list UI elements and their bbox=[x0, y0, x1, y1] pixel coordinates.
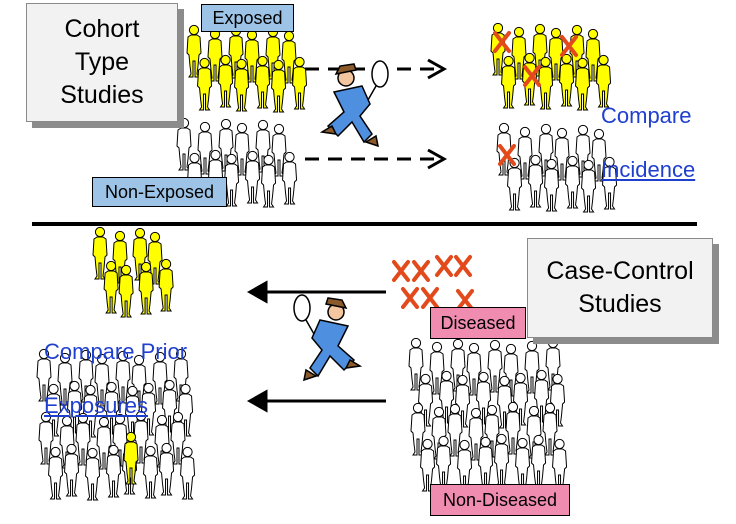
person-figure bbox=[245, 150, 261, 204]
compare-incidence-caption: Compare Incidence bbox=[601, 75, 695, 183]
cohort-study-title-box: Cohort Type Studies bbox=[26, 3, 178, 122]
person-figure bbox=[176, 117, 192, 171]
non-exposed-tag: Non-Exposed bbox=[92, 177, 227, 207]
exposed-label: Exposed bbox=[212, 7, 283, 28]
case-control-title-box: Case-Control Studies bbox=[527, 238, 713, 338]
cohort-arrows bbox=[305, 58, 448, 170]
magnifier-handle bbox=[367, 85, 377, 101]
person-figure bbox=[507, 157, 523, 211]
person-figure bbox=[559, 53, 575, 107]
exposed-followup-arrowhead bbox=[427, 58, 448, 80]
diseased-case-marks bbox=[392, 255, 474, 311]
diseased-lookback-arrowhead bbox=[246, 280, 268, 304]
investigator-body bbox=[326, 85, 373, 144]
person-figure bbox=[92, 226, 108, 280]
person-figure bbox=[255, 55, 271, 109]
cohort-study-title: Cohort Type Studies bbox=[60, 15, 144, 109]
case-control-title: Case-Control Studies bbox=[546, 257, 694, 318]
magnifier-handle bbox=[305, 319, 315, 335]
person-figure bbox=[487, 339, 503, 393]
investigator-figure-case-control bbox=[293, 294, 363, 382]
person-figure bbox=[218, 54, 234, 108]
investigator-shoes bbox=[303, 358, 363, 382]
person-figure bbox=[528, 154, 544, 208]
compare-exposures-caption: Compare Prior Exposures bbox=[44, 311, 187, 419]
non-exposed-label: Non-Exposed bbox=[104, 181, 215, 202]
magnifier-lens bbox=[371, 60, 389, 88]
person-figure bbox=[158, 258, 174, 312]
person-figure bbox=[565, 155, 581, 209]
disease-x-mark bbox=[401, 287, 419, 309]
investigator-shoes bbox=[319, 124, 379, 148]
exposed-group-followup bbox=[490, 22, 612, 111]
investigator-figure-cohort bbox=[319, 60, 389, 148]
person-figure bbox=[531, 434, 547, 488]
person-figure bbox=[292, 56, 308, 110]
investigator-hat bbox=[325, 297, 348, 310]
disease-x-mark bbox=[412, 260, 430, 282]
compare-exposures-line1: Compare Prior bbox=[44, 339, 188, 364]
nonexposed-followup-arrowhead bbox=[427, 148, 448, 170]
diseased-tag: Diseased bbox=[430, 307, 526, 339]
disease-x-mark bbox=[421, 287, 439, 309]
case-control-arrows bbox=[246, 280, 386, 413]
exposed-tag: Exposed bbox=[201, 4, 294, 32]
non-exposed-group-followup bbox=[496, 122, 618, 213]
disease-x-mark bbox=[435, 255, 453, 277]
non-diseased-label: Non-Diseased bbox=[442, 489, 558, 510]
exposed-group-start bbox=[186, 24, 308, 113]
compare-incidence-line2: Incidence bbox=[601, 157, 696, 182]
person-figure bbox=[85, 447, 101, 501]
person-figure bbox=[436, 435, 452, 489]
cases-prior-exposure bbox=[92, 226, 174, 318]
disease-x-mark bbox=[392, 260, 410, 282]
non-diseased-controls bbox=[408, 337, 568, 493]
person-figure bbox=[501, 55, 517, 109]
disease-x-mark bbox=[454, 255, 472, 277]
diseased-label: Diseased bbox=[440, 312, 516, 333]
compare-exposures-line2: Exposures bbox=[44, 393, 148, 418]
person-figure bbox=[180, 446, 196, 500]
magnifier-lens bbox=[293, 294, 311, 322]
person-figure bbox=[143, 445, 159, 499]
person-figure bbox=[515, 437, 531, 491]
compare-incidence-line1: Compare bbox=[601, 103, 692, 128]
non-diseased-tag: Non-Diseased bbox=[430, 484, 570, 516]
investigator-body bbox=[309, 319, 356, 378]
nondiseased-lookback-arrowhead bbox=[246, 389, 268, 413]
person-figure bbox=[408, 337, 424, 391]
person-figure bbox=[48, 446, 64, 500]
investigator-hat bbox=[334, 63, 357, 76]
person-figure bbox=[197, 57, 213, 111]
person-figure bbox=[282, 151, 298, 205]
